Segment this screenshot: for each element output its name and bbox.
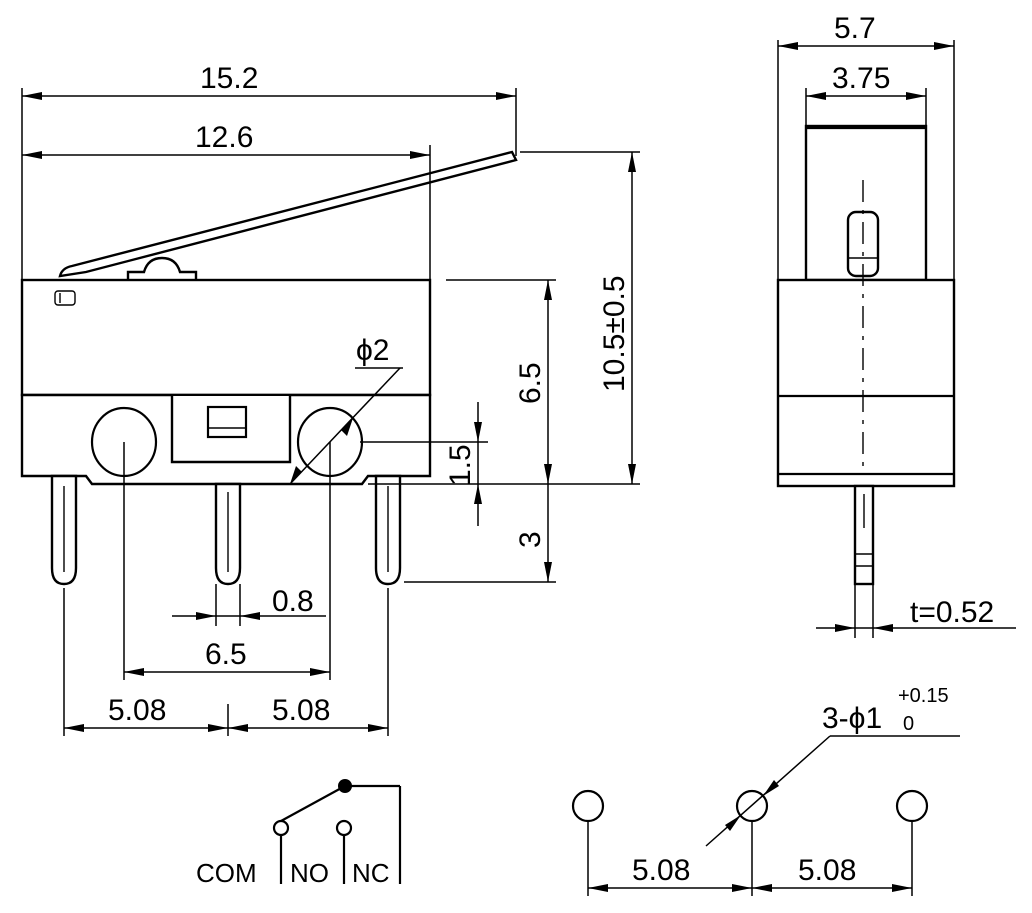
dim-pin-pitch-left: 5.08	[108, 694, 166, 727]
pcb-hole-left	[571, 789, 605, 823]
dim-pin-length: 3	[514, 531, 547, 548]
dim-side-width: 5.7	[834, 12, 876, 45]
dim-plunger-width: 3.75	[832, 62, 890, 95]
pcb-hole-right	[895, 789, 929, 823]
schematic-label-no: NO	[290, 858, 329, 888]
dim-hole-diameter: ϕ2	[356, 334, 390, 367]
dim-pin-pitch-right: 5.08	[272, 694, 330, 727]
dim-pin-thickness: t=0.52	[910, 596, 994, 629]
actuator-lever	[58, 150, 518, 278]
body-notch	[170, 396, 292, 464]
dim-body-height: 6.5	[514, 362, 547, 404]
dim-pcb-hole-tol-upper: +0.15	[898, 685, 949, 707]
dim-total-height: 10.5±0.5	[598, 275, 631, 392]
schematic-no-terminal	[335, 819, 353, 837]
lever-pivot	[126, 256, 198, 283]
schematic-label-nc: NC	[352, 858, 390, 888]
front-view	[20, 150, 518, 586]
dim-pcb-hole-tol-lower: 0	[903, 713, 914, 735]
dim-hole-pitch: 6.5	[205, 638, 247, 671]
schematic-com-terminal	[272, 819, 290, 837]
dim-pin-width: 0.8	[272, 585, 314, 618]
notch-window	[206, 405, 248, 439]
dim-hole-offset: 1.5	[444, 444, 477, 486]
schematic-label-com: COM	[196, 858, 257, 888]
side-view-dimensions: 5.7 3.75 t=0.52	[777, 12, 1016, 638]
dim-pcb-pitch-right: 5.08	[798, 854, 856, 887]
pcb-hole-layout: 5.08 5.08 3-ϕ1 +0.15 0	[571, 685, 960, 896]
switch-body-upper	[20, 278, 432, 397]
dim-lever-length: 12.6	[195, 121, 253, 154]
front-view-dimensions: 15.2 12.6 10.5±0.5 6.5 1.5 3	[21, 62, 640, 736]
dim-overall-length: 15.2	[200, 62, 258, 95]
dim-pcb-hole-spec: 3-ϕ1	[822, 702, 882, 735]
body-marking	[54, 290, 76, 306]
switch-schematic: COM NO NC	[196, 779, 402, 888]
dim-pcb-pitch-left: 5.08	[632, 854, 690, 887]
side-pin	[853, 484, 875, 586]
side-body	[776, 278, 956, 488]
side-view	[776, 124, 956, 586]
